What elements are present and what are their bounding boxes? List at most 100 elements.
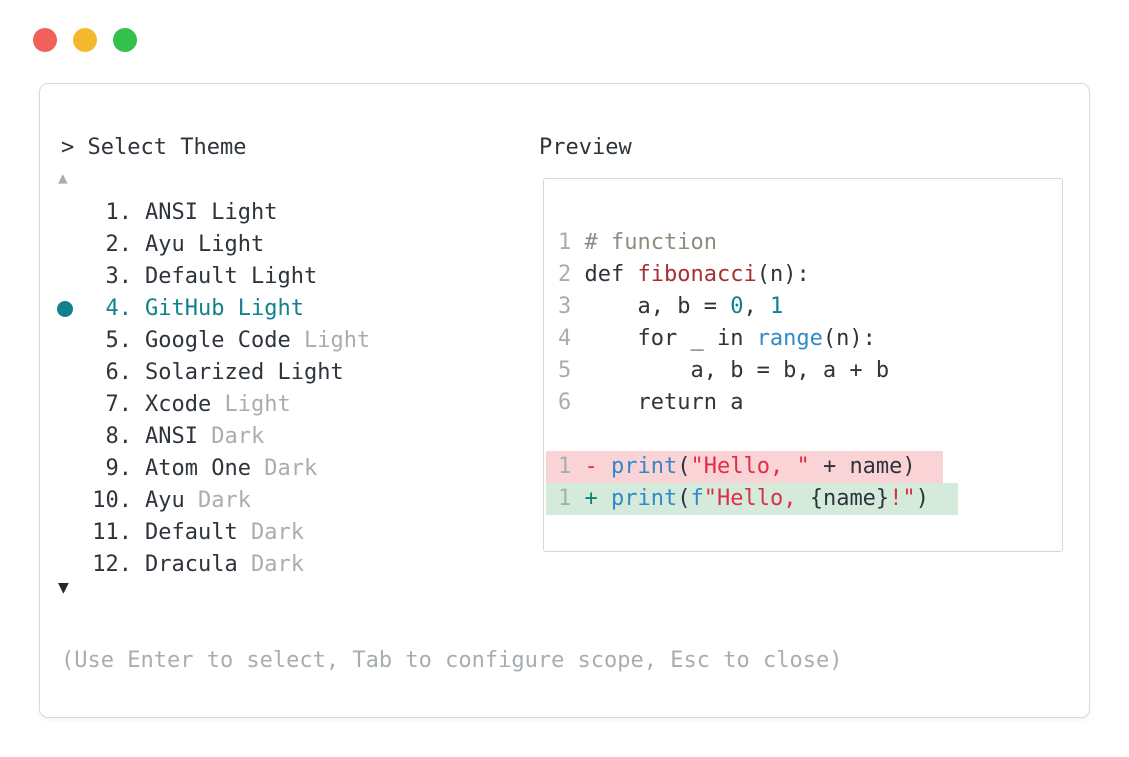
code-token: print: [611, 486, 678, 511]
theme-option[interactable]: 8. ANSI Dark: [40, 421, 540, 453]
theme-option[interactable]: 3. Default Light: [40, 261, 540, 293]
scroll-down-icon[interactable]: ▼: [58, 577, 69, 598]
theme-option-suffix: Light: [211, 200, 278, 225]
theme-option-number: 4.: [105, 296, 133, 321]
line-number: 1: [558, 486, 585, 511]
theme-option-number: 5.: [105, 328, 133, 353]
code-token: # function: [584, 230, 717, 255]
code-token: 0: [730, 294, 744, 319]
theme-option-label: Default Dark: [145, 520, 304, 545]
code-token: +: [584, 486, 611, 511]
code-blank-line: [546, 419, 958, 451]
code-token: fibonacci: [637, 262, 757, 287]
diff-added-line: 1 + print(f"Hello, {name}!"): [546, 483, 958, 515]
theme-option-label: ANSI Light: [145, 200, 278, 225]
theme-option[interactable]: 9.Atom One Dark: [40, 453, 540, 485]
line-number: 2: [558, 262, 585, 287]
code-line: 3 a, b = 0, 1: [546, 291, 958, 323]
theme-option-suffix: Light: [250, 264, 318, 289]
code-token: def: [584, 262, 638, 287]
theme-option-label: GitHub Light: [145, 296, 304, 321]
code-line: 1 # function: [546, 227, 958, 259]
close-button[interactable]: [33, 28, 57, 52]
code-line: 2 def fibonacci(n):: [546, 259, 958, 291]
theme-option-number: 1.: [105, 200, 133, 225]
code-token: "Hello, ": [690, 454, 810, 479]
line-number: 1: [558, 454, 585, 479]
diff-removed-line: 1 - print("Hello, " + name): [546, 451, 943, 483]
theme-option-label: Default Light: [145, 264, 318, 289]
code-token: print: [611, 454, 678, 479]
code-token: range: [756, 326, 823, 351]
theme-option-number: 7.: [105, 392, 133, 417]
theme-option-number: 2.: [105, 232, 133, 257]
theme-option-label: Google Code Light: [145, 328, 371, 353]
picker-title-text: Select Theme: [87, 135, 247, 160]
code-token: !": [889, 486, 916, 511]
theme-option-suffix: Light: [224, 392, 291, 417]
theme-option-number: 10.: [92, 488, 132, 513]
theme-option-suffix: Light: [197, 232, 265, 257]
theme-option-label: Ayu Dark: [145, 488, 251, 513]
code-token: (n):: [756, 262, 810, 287]
code-line: 5 a, b = b, a + b: [546, 355, 958, 387]
theme-option-number: 6.: [105, 360, 133, 385]
theme-option-suffix: Light: [277, 360, 344, 385]
code-token: f: [690, 486, 704, 511]
theme-option[interactable]: 11.Default Dark: [40, 517, 540, 549]
minimize-button[interactable]: [73, 28, 97, 52]
code-token: 1: [769, 294, 784, 319]
theme-option-number: 8.: [105, 424, 133, 449]
maximize-button[interactable]: [113, 28, 137, 52]
theme-option-label: Ayu Light: [145, 232, 265, 257]
theme-option-suffix: Light: [303, 328, 371, 353]
footer-hint: (Use Enter to select, Tab to configure s…: [61, 648, 843, 673]
theme-option-suffix: Dark: [264, 456, 318, 481]
theme-option-suffix: Light: [237, 296, 304, 321]
scroll-up-icon[interactable]: ▲: [58, 168, 68, 187]
theme-option-number: 3.: [105, 264, 133, 289]
line-number: 6: [558, 390, 585, 415]
theme-picker-dialog: > Select Theme ▲ 1. ANSI Light 2. Ayu Light…: [39, 83, 1090, 718]
theme-list: 1. ANSI Light 2. Ayu Light 3. Default Light 4.…: [40, 197, 540, 581]
line-number: 3: [558, 294, 585, 319]
prompt-chevron-icon: >: [61, 135, 75, 160]
line-number: 1: [558, 230, 585, 255]
code-line: 4 for _ in range(n):: [546, 323, 958, 355]
code-token: a, b = b, a + b: [584, 358, 890, 383]
code-token: for _ in: [584, 326, 757, 351]
code-token: ): [915, 486, 929, 511]
theme-option[interactable]: 2. Ayu Light: [40, 229, 540, 261]
theme-option[interactable]: 1. ANSI Light: [40, 197, 540, 229]
theme-option-label: Solarized Light: [145, 360, 344, 385]
theme-option[interactable]: 4. GitHub Light: [40, 293, 540, 325]
theme-option[interactable]: 5. Google Code Light: [40, 325, 540, 357]
theme-option-label: Xcode Light: [145, 392, 291, 417]
code-token: return a: [584, 390, 744, 415]
theme-option-label: ANSI Dark: [145, 424, 265, 449]
theme-option[interactable]: 6. Solarized Light: [40, 357, 540, 389]
code-token: + name): [809, 454, 916, 479]
code-token: {name}: [809, 486, 890, 511]
line-number: 4: [558, 326, 585, 351]
theme-option[interactable]: 12. Dracula Dark: [40, 549, 540, 581]
theme-option-number: 12.: [92, 552, 132, 577]
theme-option[interactable]: 7. Xcode Light: [40, 389, 540, 421]
code-token: a, b =: [584, 294, 731, 319]
theme-option-suffix: Dark: [250, 552, 304, 577]
code-token: "Hello,: [703, 486, 810, 511]
code-line: 6 return a: [546, 387, 958, 419]
code-token: (n):: [822, 326, 876, 351]
window-controls: [33, 28, 137, 52]
code-token: (: [677, 454, 691, 479]
preview-title: Preview: [539, 135, 632, 160]
code-token: (: [677, 486, 691, 511]
theme-option-suffix: Dark: [250, 520, 304, 545]
theme-option-label: Dracula Dark: [145, 552, 304, 577]
theme-option[interactable]: 10. Ayu Dark: [40, 485, 540, 517]
code-token: ,: [743, 294, 770, 319]
picker-title: > Select Theme: [61, 132, 246, 164]
theme-option-label: Atom One Dark: [145, 456, 318, 481]
theme-option-suffix: Dark: [197, 488, 251, 513]
theme-option-suffix: Dark: [211, 424, 265, 449]
